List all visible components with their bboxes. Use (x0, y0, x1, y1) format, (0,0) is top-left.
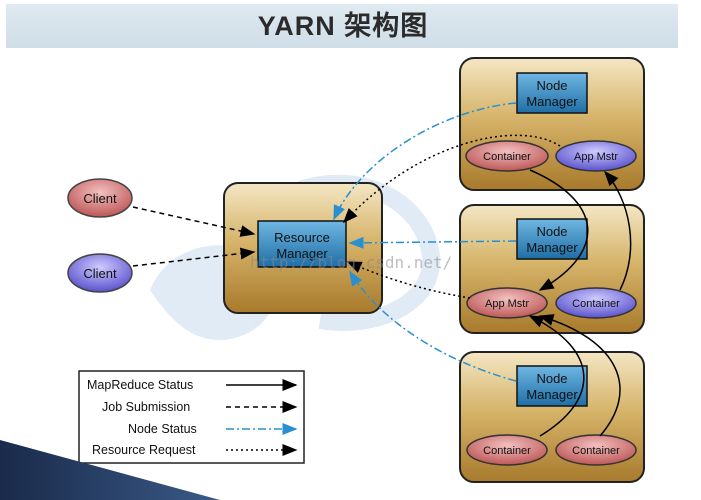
job-submission-arrow-1 (132, 206, 256, 237)
watermark-text: http://blog.csdn.net/ (250, 253, 452, 272)
corner-decoration (0, 440, 220, 500)
legend-label-mapreduce: MapReduce Status (87, 378, 193, 392)
mapreduce-status-arrow-3 (528, 315, 585, 437)
node-1: Node Manager Container App Mstr (459, 57, 645, 191)
mapreduce-status-arrow-4 (538, 314, 621, 437)
resource-manager-line1: Resource (274, 230, 330, 245)
svg-text:Node: Node (536, 78, 567, 93)
svg-text:Node: Node (536, 371, 567, 386)
svg-text:Client: Client (83, 266, 117, 281)
mapreduce-status-arrow-1 (529, 169, 589, 291)
node-2: Node Manager App Mstr Container (459, 204, 645, 334)
svg-text:Node: Node (536, 224, 567, 239)
node-status-arrow-3 (349, 270, 517, 382)
job-submission-arrow-2 (132, 247, 256, 267)
svg-text:App Mstr: App Mstr (574, 151, 618, 163)
svg-text:Manager: Manager (526, 94, 578, 109)
svg-text:Manager: Manager (526, 240, 578, 255)
svg-text:Manager: Manager (526, 387, 578, 402)
node-status-arrow-1 (333, 102, 517, 221)
client-2: Client (67, 253, 133, 293)
svg-text:Container: Container (572, 298, 620, 310)
title-band (6, 4, 678, 48)
svg-text:Client: Client (83, 191, 117, 206)
resource-request-arrow-2 (346, 261, 471, 299)
node-3: Node Manager Container Container (459, 351, 645, 483)
svg-text:Container: Container (572, 445, 620, 457)
legend-label-node: Node Status (128, 422, 197, 436)
svg-text:App Mstr: App Mstr (485, 298, 529, 310)
legend-label-job: Job Submission (102, 400, 190, 414)
mapreduce-status-arrow-2 (604, 170, 632, 291)
svg-text:Container: Container (483, 445, 531, 457)
node-status-arrow-2 (348, 236, 517, 249)
legend: MapReduce Status Job Submission Node Sta… (78, 370, 305, 464)
resource-manager-box: Resource Manager (223, 182, 383, 314)
resource-manager-line2: Manager (276, 246, 328, 261)
svg-text:Container: Container (483, 151, 531, 163)
client-1: Client (67, 178, 133, 218)
legend-label-resource: Resource Request (92, 443, 196, 457)
page-title: YARN 架构图 (257, 11, 429, 41)
